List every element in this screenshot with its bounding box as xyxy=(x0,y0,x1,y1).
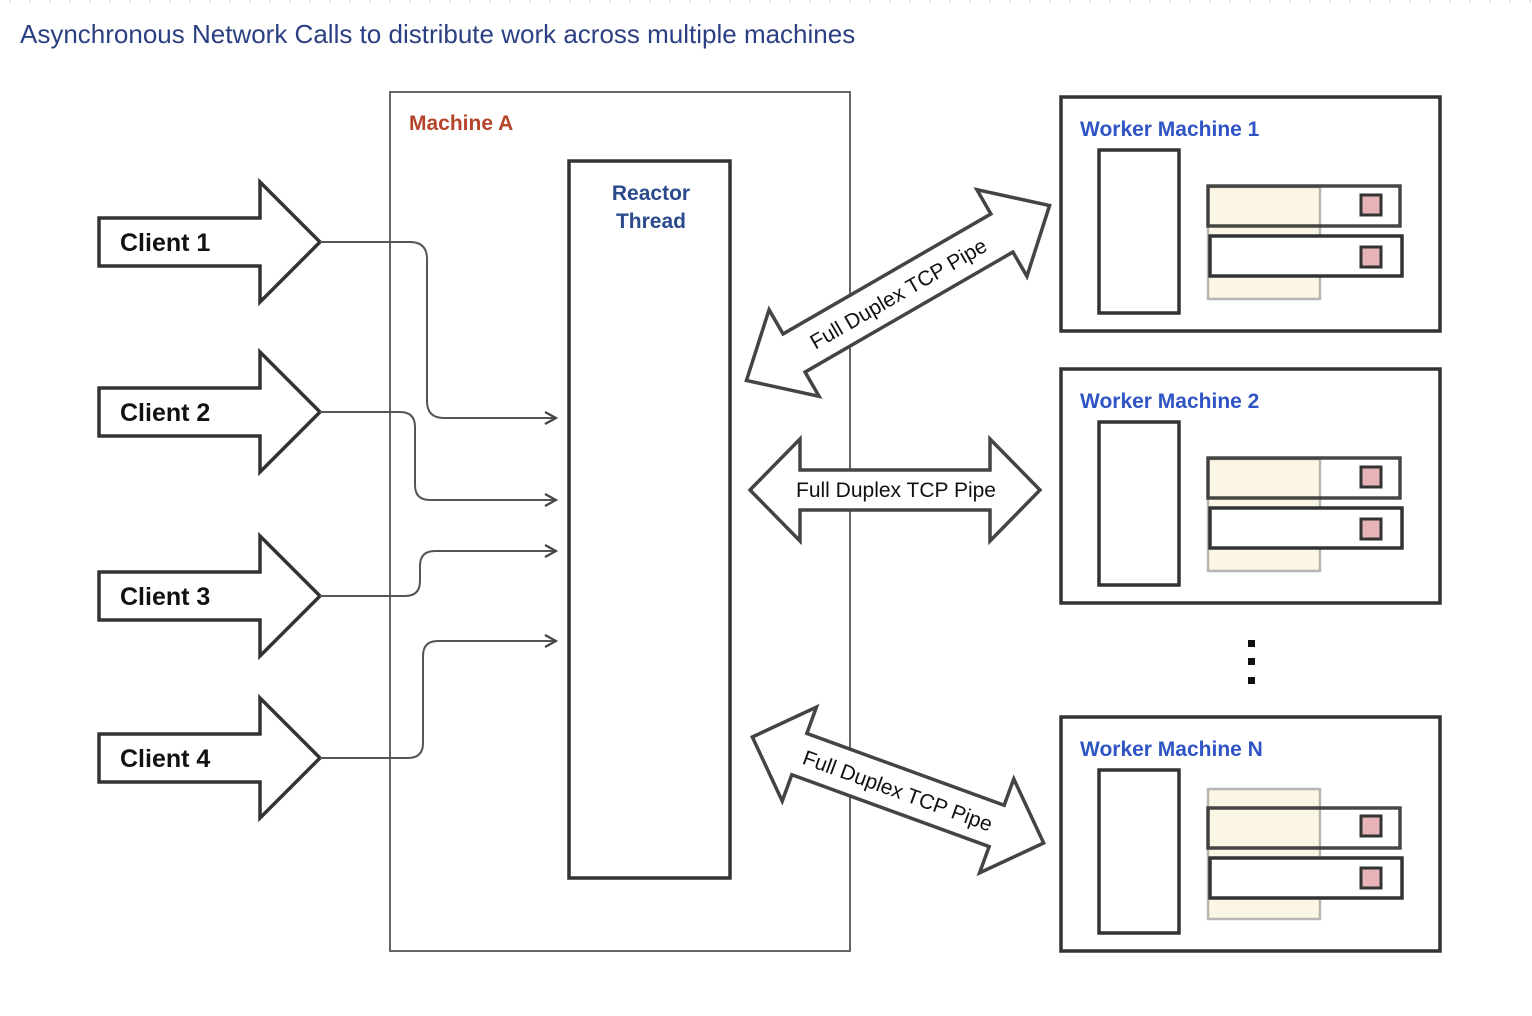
tcp-pipe-3: Full Duplex TCP Pipe xyxy=(750,703,1046,877)
status-led-2 xyxy=(1359,866,1383,890)
client-2: Client 2 xyxy=(97,347,323,477)
client-label: Client 4 xyxy=(120,745,210,773)
status-led-1 xyxy=(1359,814,1383,838)
connector-client-4 xyxy=(320,641,556,759)
server-chassis xyxy=(1097,148,1181,315)
server-chassis xyxy=(1097,768,1181,935)
client-label: Client 1 xyxy=(120,229,210,257)
tcp-pipe-2: Full Duplex TCP Pipe xyxy=(747,434,1043,546)
double-arrow-shape xyxy=(744,187,1052,399)
ellipsis-dot xyxy=(1248,677,1255,684)
double-arrow-shape xyxy=(747,434,1043,546)
reactor-label-line2: Thread xyxy=(616,210,686,233)
tcp-pipe-1: Full Duplex TCP Pipe xyxy=(744,187,1052,399)
ellipsis-dot xyxy=(1248,658,1255,665)
ellipsis-dot xyxy=(1248,640,1255,647)
status-led-1 xyxy=(1359,465,1383,489)
worker-label: Worker Machine 2 xyxy=(1080,390,1259,413)
pipe-label: Full Duplex TCP Pipe xyxy=(806,234,991,354)
connector-client-2 xyxy=(320,411,556,500)
server-chassis xyxy=(1097,420,1181,587)
client-arrow-shape xyxy=(97,693,323,823)
drive-bay-1 xyxy=(1206,184,1402,228)
status-led-1 xyxy=(1359,193,1383,217)
reactor-thread: Reactor Thread xyxy=(567,159,732,880)
connector-client-3 xyxy=(320,551,556,597)
pipe-label: Full Duplex TCP Pipe xyxy=(796,479,996,502)
status-led-2 xyxy=(1359,517,1383,541)
double-arrow-shape xyxy=(750,703,1046,877)
reactor-thread-box xyxy=(567,159,732,880)
worker-machine-n: Worker Machine N xyxy=(1059,715,1442,953)
client-arrow-shape xyxy=(97,347,323,477)
status-led-2 xyxy=(1359,245,1383,269)
machine-a-box xyxy=(389,91,851,952)
machine-a-label: Machine A xyxy=(409,112,513,135)
client-label: Client 3 xyxy=(120,583,210,611)
drive-bay-1 xyxy=(1206,806,1402,850)
client-label: Client 2 xyxy=(120,399,210,427)
connector-client-1 xyxy=(320,241,556,418)
client-connectors xyxy=(320,241,556,759)
ellipsis-more-workers xyxy=(1248,640,1255,684)
top-dotted-border xyxy=(0,0,1532,3)
client-4: Client 4 xyxy=(97,693,323,823)
page-title: Asynchronous Network Calls to distribute… xyxy=(20,19,856,49)
reactor-label-line1: Reactor xyxy=(612,182,690,205)
worker-machine-1: Worker Machine 1 xyxy=(1059,95,1442,333)
worker-label: Worker Machine 1 xyxy=(1080,118,1260,141)
drive-bay-1 xyxy=(1206,456,1402,500)
client-1: Client 1 xyxy=(97,177,323,307)
machine-a: Machine A xyxy=(389,91,851,952)
client-arrow-shape xyxy=(97,177,323,307)
client-3: Client 3 xyxy=(97,531,323,661)
client-arrow-shape xyxy=(97,531,323,661)
worker-machine-2: Worker Machine 2 xyxy=(1059,367,1442,605)
worker-label: Worker Machine N xyxy=(1080,738,1263,761)
